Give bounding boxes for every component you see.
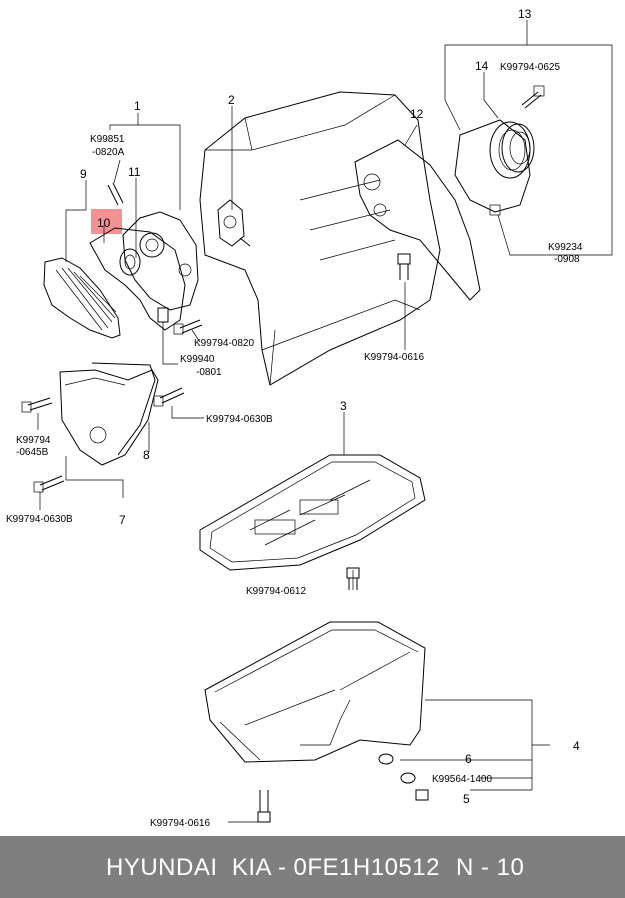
oil-pan-4 [204,621,426,763]
label-k99940-suffix: -0801 [196,367,222,378]
bolt-k99794-0820 [173,319,203,335]
bolt-k99794-0616-pan [257,790,271,823]
highlight-part-10 [91,209,122,234]
callout-12: 12 [410,107,424,121]
timing-belt-cover-7 [59,369,159,466]
callout-7: 7 [119,513,126,527]
callout-10: 10 [97,216,111,230]
oil-pan-baffle-3 [199,454,426,571]
washer-k99564-1400 [400,772,416,784]
callout-14: 14 [475,59,489,73]
callout-6: 6 [465,752,472,766]
callout-11: 11 [128,165,141,179]
footer-page-number: N - 10 [456,854,525,881]
label-k99794-0820: K99794-0820 [194,338,254,349]
callout-5: 5 [463,792,470,806]
rear-gasket-12 [354,139,481,301]
timing-cover-1 [122,211,199,311]
callout-3: 3 [340,399,347,413]
label-k99234: K99234 [548,242,583,253]
callout-13: 13 [518,7,532,21]
bolt-k99794-0630b-right [153,387,185,407]
label-k99794-0612: K99794-0612 [246,586,306,597]
label-k99794: K99794 [16,435,51,446]
engine-block [199,91,441,386]
bolt-k99794-0645b [21,397,53,413]
label-k99794-0630b-right: K99794-0630B [206,414,273,425]
footer-title: HYUNDAI KIA - 0FE1H10512 [106,854,440,881]
label-k99794-suffix: -0645B [16,447,49,458]
footer-bar: HYUNDAI KIA - 0FE1H10512 N - 10 [0,836,625,898]
label-k99794-0630b-left: K99794-0630B [6,514,73,525]
drain-gasket-6 [378,753,394,765]
label-k99794-0616: K99794-0616 [364,352,424,363]
rear-seal-housing-13 [454,119,531,216]
label-k99234-suffix: -0908 [554,254,580,265]
oil-seal-11 [119,248,141,276]
oil-seal-14 [501,123,535,173]
label-k99794-0616-pan: K99794-0616 [150,818,210,829]
label-k99851-suffix: -0820A [92,147,125,158]
label-k99940: K99940 [180,354,215,365]
drain-plug-5 [415,789,429,801]
callout-8: 8 [143,448,150,462]
gasket-8 [91,362,156,456]
gasket-10 [89,227,186,331]
callout-2: 2 [228,93,235,107]
dowel-k99851 [107,182,124,206]
label-k99851: K99851 [90,134,125,145]
label-k99794-0625: K99794-0625 [500,62,560,73]
callout-9: 9 [80,167,87,181]
exploded-parts-diagram: 1 2 3 4 5 6 7 8 9 10 11 12 13 14 K99851 … [6,7,613,829]
bolt-k99794-0630b-left [33,475,65,493]
gasket-2 [217,199,251,247]
pin-k99940 [157,307,169,323]
bolt-k99794-0625 [521,85,545,109]
leader-lines [37,20,613,823]
callout-1: 1 [134,99,141,113]
timing-belt-cover-9 [43,257,121,339]
label-k99564-1400: K99564-1400 [432,774,492,785]
callout-4: 4 [573,739,580,753]
bolt-k99794-0616 [397,253,411,280]
